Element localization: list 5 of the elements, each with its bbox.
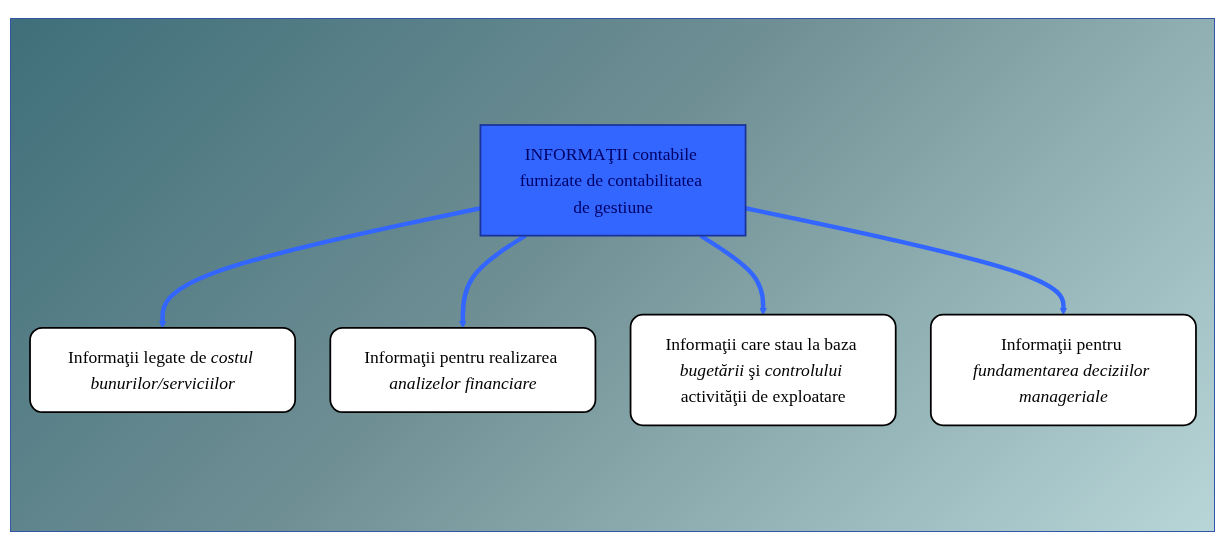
node-box: Informaţii legate de costul bunurilor/serviciilor [28,326,296,413]
node-box: Informaţii pentru fundamentarea deciziilor manageriale [929,313,1197,426]
node-box: INFORMAŢII contabile furnizate de contabilitatea de gestiune [479,124,746,237]
node-box: Informaţii pentru realizarea analizelor financiare [328,326,596,413]
node-box: Informaţii care stau la baza bugetării şi controlului activităţii de exploatare [629,313,897,426]
